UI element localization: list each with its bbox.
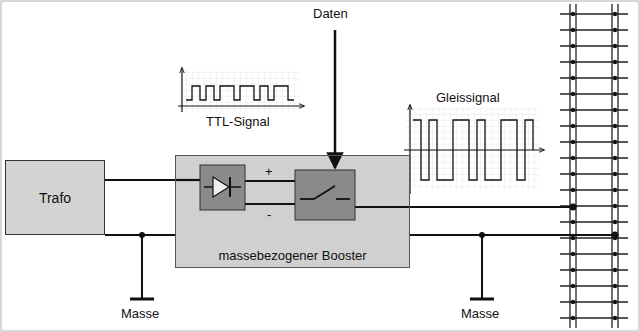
polarity-sign: + [265, 164, 273, 179]
wire [105, 179, 175, 181]
ttl-waveform [186, 86, 294, 100]
booster-box: massebezogener Booster [175, 155, 410, 268]
track [560, 4, 628, 328]
polarity-sign: - [267, 207, 271, 222]
transformer-box: Trafo [5, 160, 105, 235]
node-label: Trafo [39, 190, 71, 206]
switch-symbol [300, 186, 350, 199]
graph-title: TTL-Signal [206, 114, 270, 129]
junction-dot [139, 232, 145, 238]
rectifier-box [200, 165, 245, 210]
contact-dot [570, 204, 577, 211]
diode-symbol [204, 177, 241, 197]
ground-label: Masse [121, 306, 159, 321]
graph-grid [405, 108, 540, 190]
node-label: massebezogener Booster [218, 248, 366, 263]
graph-axis [178, 68, 304, 112]
ground-label: Masse [461, 306, 499, 321]
booster-fill [175, 155, 410, 268]
data-arrow [334, 30, 337, 168]
junction-dot [479, 232, 485, 238]
ground-symbol [130, 235, 494, 299]
switch-box [295, 170, 355, 220]
signal-name: Daten [313, 6, 348, 21]
graph-title: Gleissignal [436, 90, 500, 105]
track-waveform [413, 120, 533, 180]
contact-dot [612, 232, 619, 239]
graph-axis [404, 105, 544, 194]
